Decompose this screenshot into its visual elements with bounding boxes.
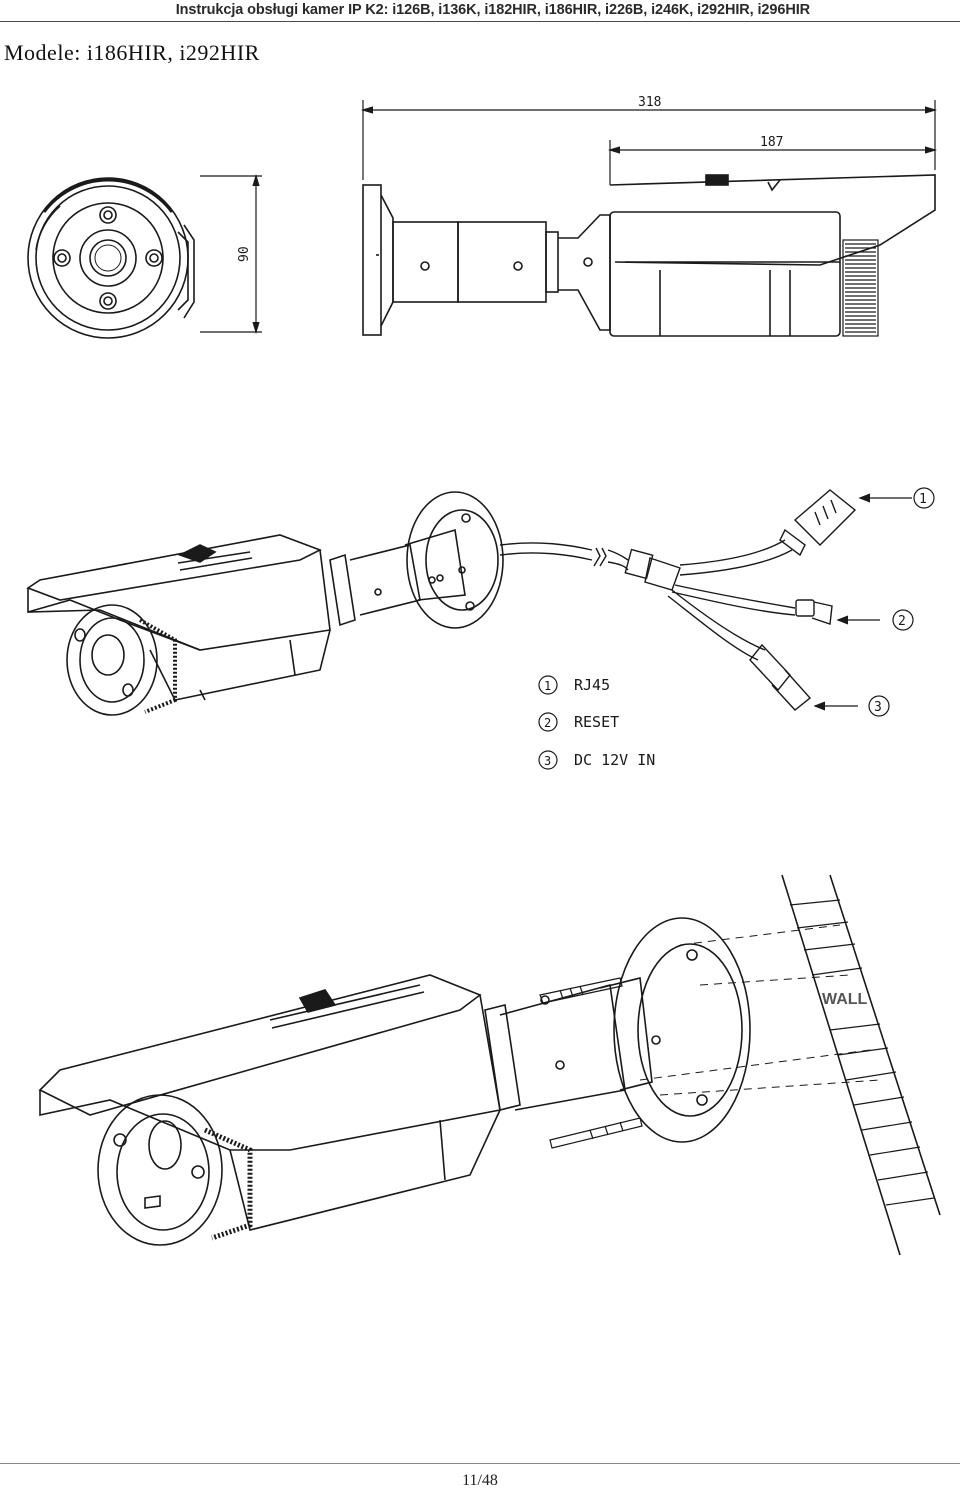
diameter-label: 90	[237, 246, 252, 262]
legend-3-label: DC 12V IN	[574, 751, 655, 769]
legend-1-label: RJ45	[574, 676, 610, 694]
hood-length-label: 187	[760, 135, 783, 150]
dimension-drawing: 90	[27, 95, 938, 339]
front-view	[27, 177, 195, 339]
wall	[781, 874, 941, 1256]
mount-plate	[613, 917, 751, 1143]
page-number: 11/48	[462, 1472, 498, 1489]
camera-body-iso	[26, 491, 504, 716]
callout-2-number: 2	[898, 614, 906, 629]
callout-1-number: 1	[919, 492, 927, 507]
legend-1-number: 1	[544, 679, 551, 693]
hood-length-dimension	[607, 140, 938, 185]
diameter-dimension	[200, 173, 262, 335]
camera-body-mount	[38, 974, 501, 1246]
footer-rule	[0, 1463, 960, 1464]
alignment-lines	[639, 924, 881, 1096]
legend-3-number: 3	[544, 754, 551, 768]
connector-legend	[538, 675, 558, 770]
header-rule	[0, 21, 960, 22]
legend-2-number: 2	[544, 716, 551, 730]
callout-arrows	[813, 487, 935, 717]
legend-2-label: RESET	[574, 713, 619, 731]
wall-label: WALL	[822, 991, 868, 1008]
side-view	[362, 174, 936, 337]
overall-length-label: 318	[638, 95, 661, 110]
callout-3-number: 3	[874, 700, 882, 715]
cables	[499, 489, 857, 711]
lens-ring	[842, 239, 879, 337]
cable-drawing: 1 2 3 1 RJ45 2 RESET 3 DC 12V IN	[26, 487, 935, 770]
page-header: Instrukcja obsługi kamer IP K2: i126B, i…	[175, 2, 810, 18]
screws	[539, 977, 643, 1149]
overall-length-dimension	[360, 100, 938, 180]
section-title: Modele: i186HIR, i292HIR	[4, 40, 260, 65]
